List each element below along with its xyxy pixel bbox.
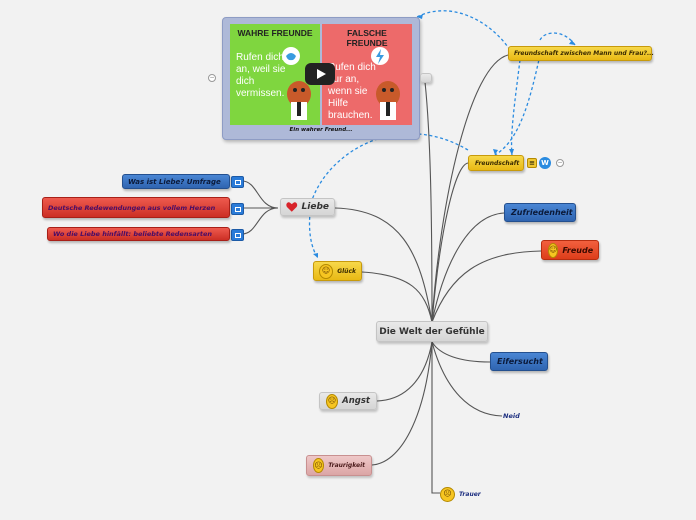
image-card-caption: Ein wahrer Freund... <box>289 127 353 133</box>
node-freundschaft-mann-frau[interactable]: Freundschaft zwischen Mann und Frau?... <box>508 46 654 61</box>
image-topic-card[interactable]: WAHRE FREUNDE Rufen dich an, weil sie di… <box>222 17 420 140</box>
link-umfrage <box>241 180 279 209</box>
node-freundschaft[interactable]: Freundschaft <box>468 155 524 171</box>
link-icon[interactable] <box>231 203 244 215</box>
node-eifersucht[interactable]: Eifersucht <box>490 352 548 371</box>
link-mann-frau <box>431 54 509 323</box>
trauer-label: Trauer <box>459 490 481 498</box>
link-image <box>424 81 433 323</box>
angry-friend-figure-icon <box>371 47 400 120</box>
node-liebe[interactable]: Liebe <box>280 198 335 216</box>
node-angst[interactable]: ☹ Angst <box>319 392 377 410</box>
zufriedenheit-label: Zufriedenheit <box>511 208 573 217</box>
umfrage-label: Was ist Liebe? Umfrage <box>128 177 221 186</box>
node-liebe-umfrage[interactable]: Was ist Liebe? Umfrage <box>122 174 230 189</box>
rel-freundschaft-glueck <box>308 133 469 259</box>
link-eifersucht <box>431 341 491 363</box>
note-icon[interactable] <box>420 73 432 83</box>
video-play-button[interactable] <box>305 63 335 85</box>
link-traurigkeit <box>371 341 433 466</box>
node-liebe-redewendungen[interactable]: Deutsche Redewendungen aus vollem Herzen <box>42 197 230 218</box>
freundschaft-mann-frau-label: Freundschaft zwischen Mann und Frau?... <box>514 50 654 57</box>
link-icon[interactable] <box>231 229 244 241</box>
link-trauer <box>431 341 440 494</box>
link-icon[interactable] <box>231 176 244 188</box>
liebe-label: Liebe <box>301 202 329 212</box>
link-freude <box>431 250 542 323</box>
falsche-freunde-panel: FALSCHE FREUNDE Rufen dich nur an, wenn … <box>322 24 412 125</box>
sad-icon: ☹ <box>313 458 325 473</box>
node-zufriedenheit[interactable]: Zufriedenheit <box>504 203 576 222</box>
glueck-label: Glück <box>337 267 356 275</box>
link-angst <box>376 341 433 402</box>
happy-friend-figure-icon <box>282 47 311 120</box>
link-neid <box>431 341 503 417</box>
worried-icon: ☹ <box>326 393 339 409</box>
wahre-freunde-title: WAHRE FREUNDE <box>237 28 313 38</box>
node-trauer[interactable]: ☹ Trauer <box>440 486 490 502</box>
smile-icon: ☺ <box>319 263 334 279</box>
link-zufriedenheit <box>431 212 505 323</box>
rel-mannfrau-freundschaft-b <box>510 59 521 156</box>
link-glueck <box>361 271 433 323</box>
crying-icon: ☹ <box>440 486 455 502</box>
rel-mannfrau-freundschaft-a <box>494 54 541 156</box>
node-glueck[interactable]: ☺ Glück <box>313 261 362 281</box>
node-neid[interactable]: Neid <box>503 410 533 422</box>
wahre-freunde-text: Rufen dich an, weil sie dich vermissen. <box>236 52 286 99</box>
central-topic-label: Die Welt der Gefühle <box>379 326 485 337</box>
branch-lines <box>241 54 542 494</box>
node-liebe-redensarten[interactable]: Wo die Liebe hinfällt: beliebte Redensar… <box>47 227 230 241</box>
arrow-heads <box>313 14 575 258</box>
link-freundschaft <box>431 162 469 323</box>
node-freude[interactable]: ☺ Freude <box>541 240 599 260</box>
link-liebe <box>334 207 433 323</box>
angst-label: Angst <box>342 396 370 406</box>
redewendungen-label: Deutsche Redewendungen aus vollem Herzen <box>48 203 216 212</box>
freundschaft-label: Freundschaft <box>475 159 520 167</box>
falsche-freunde-text: Rufen dich nur an, wenn sie Hilfe brauch… <box>328 62 376 121</box>
eifersucht-label: Eifersucht <box>497 357 543 366</box>
smile-icon: ☺ <box>548 242 559 258</box>
freude-label: Freude <box>562 245 594 255</box>
node-traurigkeit[interactable]: ☹ Traurigkeit <box>306 455 372 476</box>
redensarten-label: Wo die Liebe hinfällt: beliebte Redensar… <box>53 230 213 238</box>
wahre-freunde-panel: WAHRE FREUNDE Rufen dich an, weil sie di… <box>230 24 320 125</box>
list-icon[interactable]: ≡ <box>527 158 537 168</box>
rel-mannfrau-self <box>539 32 576 46</box>
heart-icon <box>286 202 298 212</box>
rel-mannfrau-image <box>416 10 511 51</box>
dashed-relations <box>308 10 576 259</box>
traurigkeit-label: Traurigkeit <box>328 462 365 469</box>
wordpress-icon[interactable]: W <box>539 157 551 169</box>
falsche-freunde-title: FALSCHE FREUNDE <box>346 28 388 48</box>
image-collapse-toggle[interactable]: − <box>208 74 216 82</box>
neid-label: Neid <box>503 412 520 420</box>
freundschaft-collapse-toggle[interactable]: − <box>556 159 564 167</box>
link-redensarten <box>241 207 279 235</box>
central-topic[interactable]: Die Welt der Gefühle <box>376 321 488 342</box>
